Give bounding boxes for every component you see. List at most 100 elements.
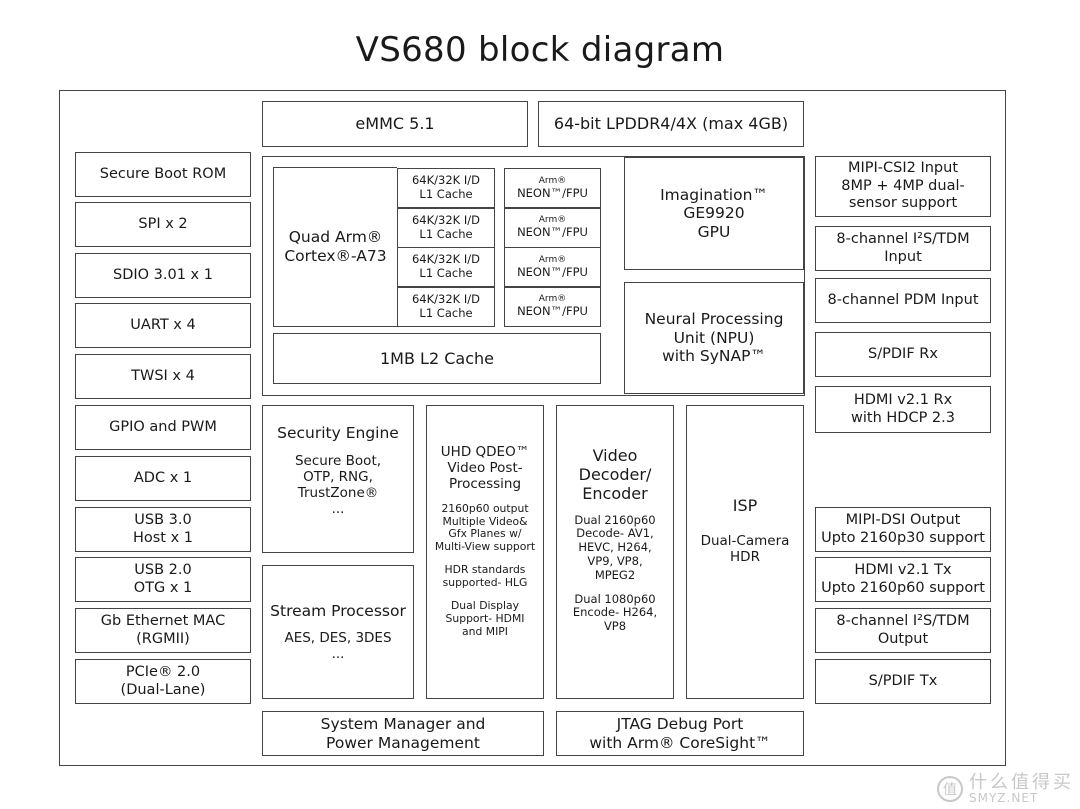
neon-label: NEON™/FPU xyxy=(517,304,588,318)
isp-block: ISP Dual-Camera HDR xyxy=(686,405,804,699)
right-block-6-line: Upto 2160p30 support xyxy=(821,529,985,546)
video-text: MPEG2 xyxy=(594,567,636,582)
l1-cache-label: 64K/32K I/D xyxy=(411,212,480,227)
qdeo-text: supported- HLG xyxy=(442,576,528,590)
watermark-top: 什么值得买 xyxy=(969,771,1074,793)
qdeo-text: Gfx Planes w/ xyxy=(448,527,522,541)
video-title-3: Encoder xyxy=(582,484,648,504)
neon-unit-2: Arm®NEON™/FPU xyxy=(504,207,601,248)
left-block-11: PCIe® 2.0(Dual-Lane) xyxy=(75,659,251,704)
sysmgr-line-1: System Manager and xyxy=(320,714,486,733)
left-block-2-line: SPI x 2 xyxy=(138,215,188,232)
left-block-5: TWSI x 4 xyxy=(75,354,251,399)
left-block-3: SDIO 3.01 x 1 xyxy=(75,253,251,298)
security-line-2: OTP, RNG, xyxy=(303,468,373,485)
npu-line-1: Neural Processing xyxy=(644,310,784,329)
right-block-5-line: with HDCP 2.3 xyxy=(851,409,955,426)
left-block-11-line: (Dual-Lane) xyxy=(120,681,206,698)
video-title-2: Decoder/ xyxy=(578,465,652,485)
video-text: HEVC, H264, xyxy=(578,540,652,555)
qdeo-text: HDR standards xyxy=(444,563,526,577)
qdeo-block: UHD QDEO™ Video Post- Processing 2160p60… xyxy=(426,405,544,699)
sysmgr-line-2: Power Management xyxy=(326,733,480,752)
qdeo-title-1: UHD QDEO™ xyxy=(440,444,530,460)
right-block-2-line: Input xyxy=(884,248,922,265)
watermark-logo-icon: 值 xyxy=(937,776,963,803)
neon-label: Arm® xyxy=(538,215,567,226)
neon-label: Arm® xyxy=(538,175,567,186)
video-text: VP9, VP8, xyxy=(587,553,643,568)
left-block-11-line: PCIe® 2.0 xyxy=(125,664,201,681)
left-block-10: Gb Ethernet MAC(RGMII) xyxy=(75,608,251,653)
cpu-core-line-1: Quad Arm® xyxy=(288,228,383,247)
left-block-6: GPIO and PWM xyxy=(75,405,251,450)
lpddr-label: 64-bit LPDDR4/4X (max 4GB) xyxy=(553,114,789,134)
right-block-6-line: MIPI-DSI Output xyxy=(845,512,961,529)
left-block-9-line: USB 2.0 xyxy=(134,562,192,579)
right-block-7-line: HDMI v2.1 Tx xyxy=(854,562,952,579)
npu-line-2: Unit (NPU) xyxy=(673,328,755,347)
neon-label: NEON™/FPU xyxy=(517,185,588,200)
right-block-3: 8-channel PDM Input xyxy=(815,278,991,323)
jtag-line-1: JTAG Debug Port xyxy=(616,714,744,733)
left-block-8-line: Host x 1 xyxy=(132,529,194,546)
video-text: Dual 2160p60 xyxy=(574,512,656,527)
left-block-8-line: USB 3.0 xyxy=(134,512,192,529)
left-block-2: SPI x 2 xyxy=(75,202,251,247)
isp-title: ISP xyxy=(732,496,758,515)
isp-line-1: Dual-Camera xyxy=(700,533,790,550)
isp-line-2: HDR xyxy=(730,549,760,566)
video-text: VP8 xyxy=(603,619,627,634)
right-block-1-line: sensor support xyxy=(848,195,958,212)
gpu-line-1: Imagination™ xyxy=(660,185,768,204)
left-block-1-line: Secure Boot ROM xyxy=(99,165,227,182)
stream-line-2: ... xyxy=(331,646,345,663)
right-block-8-line: Output xyxy=(877,630,929,647)
l1-cache-label: 64K/32K I/D xyxy=(411,291,480,306)
npu-line-3: with SyNAP™ xyxy=(662,347,766,366)
diagram-frame xyxy=(59,90,1006,766)
qdeo-text: Multi-View support xyxy=(434,540,536,554)
left-block-3-line: SDIO 3.01 x 1 xyxy=(113,266,213,283)
right-block-7-line: Upto 2160p60 support xyxy=(821,579,985,596)
left-block-1: Secure Boot ROM xyxy=(75,152,251,197)
video-text: Decode- AV1, xyxy=(576,526,654,541)
right-block-4-line: S/PDIF Rx xyxy=(868,345,938,362)
left-block-9-line: OTG x 1 xyxy=(133,579,193,596)
l1-cache-label: L1 Cache xyxy=(419,187,473,201)
security-line-3: TrustZone® xyxy=(297,484,379,501)
gpu-block: Imagination™ GE9920 GPU xyxy=(624,157,804,270)
watermark: 值 什么值得买 SMYZ.NET xyxy=(937,771,1074,806)
neon-label: Arm® xyxy=(538,254,567,265)
stream-processor-title: Stream Processor xyxy=(270,601,406,620)
left-block-7-line: ADC x 1 xyxy=(133,469,193,486)
system-manager-block: System Manager and Power Management xyxy=(262,711,544,756)
video-text: Encode- H264, xyxy=(572,605,658,620)
neon-label: Arm® xyxy=(538,294,567,305)
qdeo-text: and MIPI xyxy=(462,625,508,639)
right-block-1-line: MIPI-CSI2 Input xyxy=(847,160,959,177)
qdeo-title-2: Video Post- xyxy=(447,460,523,477)
emmc-label: eMMC 5.1 xyxy=(355,114,435,134)
l1-cache-label: 64K/32K I/D xyxy=(411,173,480,188)
watermark-bottom: SMYZ.NET xyxy=(969,791,1039,806)
right-block-1-line: 8MP + 4MP dual- xyxy=(841,177,965,194)
qdeo-text: Support- HDMI xyxy=(445,612,525,626)
neon-unit-4: Arm®NEON™/FPU xyxy=(504,286,601,327)
right-block-9-line: S/PDIF Tx xyxy=(868,672,938,689)
cpu-core-line-2: Cortex®-A73 xyxy=(284,247,387,265)
gpu-line-2: GE9920 xyxy=(683,204,745,223)
left-block-4-line: UART x 4 xyxy=(130,316,196,333)
l1-cache-label: 64K/32K I/D xyxy=(411,252,480,267)
right-block-8-line: 8-channel I²S/TDM xyxy=(836,613,970,630)
cpu-complex xyxy=(262,156,805,396)
l2-cache-block: 1MB L2 Cache xyxy=(273,333,601,384)
emmc-block: eMMC 5.1 xyxy=(262,101,528,147)
left-block-10-line: Gb Ethernet MAC xyxy=(100,613,226,630)
security-engine-title: Security Engine xyxy=(277,424,399,442)
